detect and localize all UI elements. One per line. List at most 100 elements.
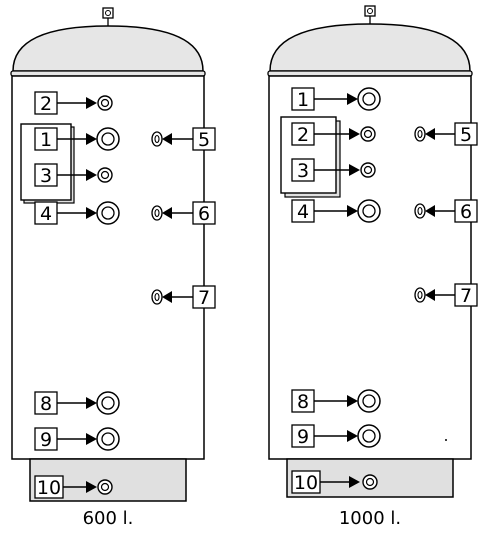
capacity-label-1000: 1000 l.	[338, 508, 402, 529]
arrowhead	[162, 133, 172, 145]
connection-2: 2	[34, 91, 113, 115]
arrowhead	[162, 207, 172, 219]
arrowhead	[86, 481, 97, 493]
connection-number: 6	[198, 203, 210, 225]
connection-number: 2	[297, 124, 309, 146]
port-hole	[362, 204, 376, 218]
connection-label-box	[192, 201, 216, 225]
port-hole	[100, 482, 110, 492]
arrowhead	[349, 164, 360, 176]
side-port-ring	[414, 126, 426, 142]
side-port-hole	[417, 129, 423, 139]
port-ring	[96, 391, 120, 415]
connection-9: 9	[291, 424, 381, 448]
connection-8: 8	[34, 391, 120, 415]
arrowhead	[162, 291, 172, 303]
port-hole	[101, 432, 115, 446]
arrowhead	[86, 97, 97, 109]
connection-number: 9	[40, 429, 52, 451]
top-fitting-hole	[105, 10, 111, 16]
tank-dome	[12, 25, 204, 72]
port-hole	[101, 206, 115, 220]
port-hole	[101, 132, 115, 146]
connection-number: 9	[297, 426, 309, 448]
connection-6: 6	[414, 199, 478, 223]
side-port-hole	[417, 206, 423, 216]
connection-10: 10	[291, 470, 378, 494]
side-port-ring	[151, 289, 163, 305]
arrowhead	[86, 433, 97, 445]
connection-8: 8	[291, 389, 381, 413]
connection-number: 4	[297, 201, 309, 223]
dot-mark	[445, 439, 447, 441]
port-ring	[97, 479, 113, 495]
connection-number: 6	[460, 201, 472, 223]
connection-number: 2	[40, 93, 52, 115]
connection-number: 1	[40, 129, 52, 151]
port-hole	[101, 396, 115, 410]
side-port-hole	[154, 208, 160, 218]
port-ring	[96, 201, 120, 225]
connection-3: 3	[291, 158, 376, 182]
port-ring	[357, 87, 381, 111]
arrowhead	[425, 289, 435, 301]
arrowhead	[347, 430, 358, 442]
connection-6: 6	[151, 201, 216, 225]
connection-7: 7	[151, 285, 216, 309]
port-ring	[357, 424, 381, 448]
port-hole	[362, 429, 376, 443]
tank-dome	[269, 23, 471, 72]
side-port-ring	[414, 203, 426, 219]
connection-number: 8	[297, 391, 309, 413]
connection-1: 1	[291, 87, 381, 111]
tank-1000: 1 2 3 4	[267, 5, 478, 498]
connection-7: 7	[414, 283, 478, 307]
side-port-hole	[417, 290, 423, 300]
connection-number: 5	[460, 124, 472, 146]
arrowhead	[86, 397, 97, 409]
connection-5: 5	[414, 122, 478, 146]
capacity-label-600: 600 l.	[82, 508, 134, 529]
connection-number: 3	[297, 160, 309, 182]
port-ring	[360, 126, 376, 142]
port-ring	[96, 127, 120, 151]
port-ring	[97, 167, 113, 183]
connection-number: 7	[460, 285, 472, 307]
arrowhead	[347, 395, 358, 407]
side-port-hole	[154, 292, 160, 302]
connection-number: 10	[37, 477, 61, 499]
port-hole	[100, 98, 110, 108]
top-fitting	[364, 5, 376, 17]
port-ring	[360, 162, 376, 178]
connection-label-box	[454, 283, 478, 307]
port-hole	[363, 165, 373, 175]
port-ring	[96, 427, 120, 451]
connection-label-box	[192, 285, 216, 309]
connection-1: 1	[34, 127, 120, 151]
arrowhead	[425, 205, 435, 217]
connection-4: 4	[291, 199, 381, 223]
connection-4: 4	[34, 201, 120, 225]
port-ring	[362, 474, 378, 490]
connection-label-box	[454, 199, 478, 223]
arrowhead	[86, 133, 97, 145]
arrowhead	[347, 93, 358, 105]
arrowhead	[349, 476, 360, 488]
port-ring	[357, 389, 381, 413]
connection-5: 5	[151, 127, 216, 151]
port-hole	[365, 477, 375, 487]
connection-10: 10	[34, 475, 113, 499]
port-ring	[357, 199, 381, 223]
connection-9: 9	[34, 427, 120, 451]
arrowhead	[425, 128, 435, 140]
connection-number: 3	[40, 165, 52, 187]
connection-2: 2	[291, 122, 376, 146]
connection-number: 10	[294, 472, 318, 494]
side-port-hole	[154, 134, 160, 144]
connection-3: 3	[34, 163, 113, 187]
port-hole	[100, 170, 110, 180]
connection-number: 7	[198, 287, 210, 309]
arrowhead	[349, 128, 360, 140]
